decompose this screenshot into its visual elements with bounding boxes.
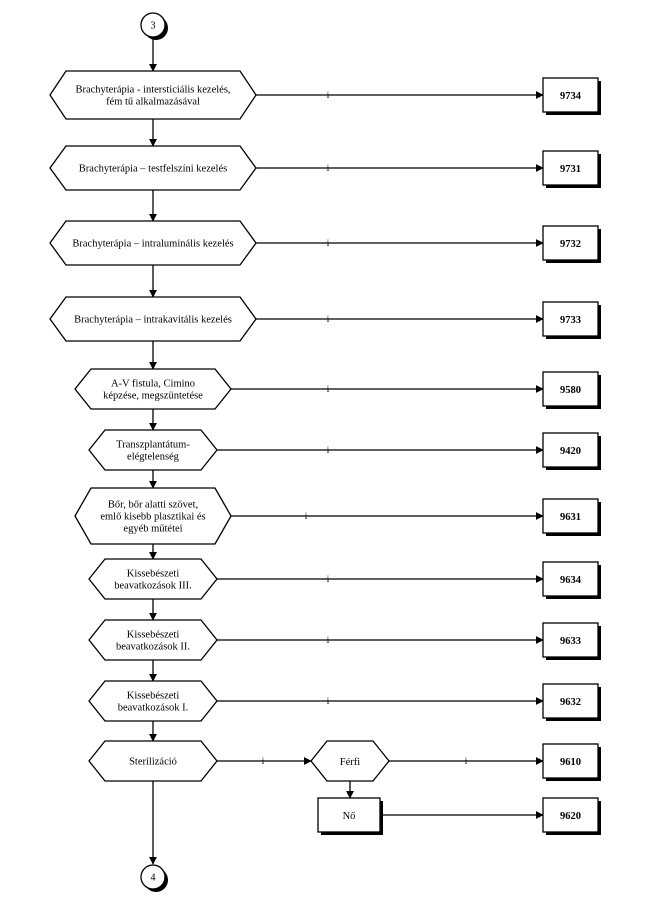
code-box-ferfi <box>542 743 599 779</box>
step-9-label-line: Kissebészeti <box>127 630 180 641</box>
step-7-label-line: emlő kisebb plasztikai és <box>100 512 205 523</box>
step-9-code-box-label: 9633 <box>560 636 581 647</box>
step-6-yes-label: i <box>327 445 330 455</box>
step-4-yes-label: i <box>327 314 330 324</box>
step-10-code-box <box>542 683 599 719</box>
code-box-no-label: 9620 <box>560 811 581 822</box>
step-10-label-line: beavatkozások I. <box>118 703 189 714</box>
step-11-label-line: Sterilizáció <box>129 757 177 768</box>
step-5-label-line: képzése, megszüntetése <box>103 391 203 402</box>
code-box-ferfi-label: 9610 <box>560 757 581 768</box>
step-6-label-line: Transzplantátum- <box>116 440 190 451</box>
step-7-label-line: egyéb műtétei <box>123 524 182 535</box>
no-box <box>317 797 381 833</box>
step-8-code-box <box>542 561 599 597</box>
step-7-code-box <box>542 498 599 534</box>
step-5-code-box-label: 9580 <box>560 385 581 396</box>
step-7-code-box-label: 9631 <box>560 512 581 523</box>
step-2-code-box <box>542 150 599 186</box>
step-5-label-line: A-V fistula, Cimino <box>111 379 195 390</box>
no-box-label: Nő <box>343 811 356 822</box>
step-10-label-line: Kissebészeti <box>127 691 180 702</box>
step-8-label-line: beavatkozások III. <box>114 581 192 592</box>
step-8-label-line: Kissebészeti <box>127 569 180 580</box>
step-8-yes-label: i <box>327 574 330 584</box>
connector-top-label: 3 <box>151 21 156 32</box>
step-2-yes-label: i <box>327 163 330 173</box>
sterilization-yes-label: i <box>262 756 265 766</box>
step-6-code-box-label: 9420 <box>560 446 581 457</box>
step-4-label-line: Brachyterápia – intrakavitális kezelés <box>74 315 232 326</box>
connector-bottom <box>140 864 166 890</box>
step-3-yes-label: i <box>327 238 330 248</box>
step-6-label-line: elégtelenség <box>127 452 180 463</box>
step-1-label-line: fém tű alkalmazásával <box>106 97 200 108</box>
step-1-yes-label: i <box>327 90 330 100</box>
step-9-yes-label: i <box>327 635 330 645</box>
step-7-yes-label: i <box>305 511 308 521</box>
code-box-no <box>542 797 599 833</box>
step-4-code-box-label: 9733 <box>560 315 581 326</box>
step-9-code-box <box>542 622 599 658</box>
decision-ferfi-label: Férfi <box>340 757 360 768</box>
step-10-yes-label: i <box>327 696 330 706</box>
step-9-label-line: beavatkozások II. <box>116 642 190 653</box>
step-7-label-line: Bőr, bőr alatti szövet, <box>108 500 198 511</box>
step-4-code-box <box>542 301 599 337</box>
connector-bottom-label: 4 <box>151 873 156 884</box>
step-6-code-box <box>542 432 599 468</box>
step-8-code-box-label: 9634 <box>560 575 582 586</box>
step-1-label-line: Brachyterápia - intersticiális kezelés, <box>75 85 230 96</box>
step-2-code-box-label: 9731 <box>560 164 581 175</box>
step-5-yes-label: i <box>327 384 330 394</box>
step-1-code-box <box>542 77 599 113</box>
step-3-label-line: Brachyterápia – intraluminális kezelés <box>72 239 233 250</box>
step-3-code-box <box>542 225 599 261</box>
step-2-label-line: Brachyterápia – testfelszíni kezelés <box>79 164 227 175</box>
step-1-code-box-label: 9734 <box>560 91 582 102</box>
ferfi-yes-label: i <box>465 756 468 766</box>
step-5-code-box <box>542 371 599 407</box>
step-3-code-box-label: 9732 <box>560 239 581 250</box>
step-10-code-box-label: 9632 <box>560 697 581 708</box>
